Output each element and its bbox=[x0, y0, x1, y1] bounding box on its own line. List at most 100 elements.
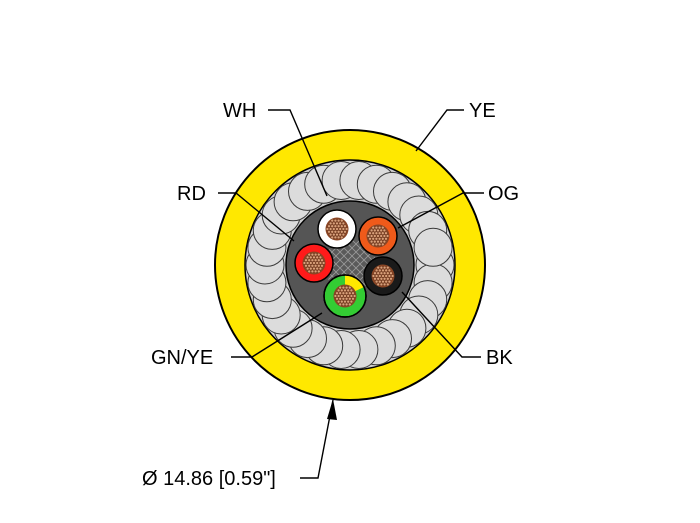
copper-strand bbox=[333, 230, 337, 234]
copper-strand bbox=[381, 268, 385, 272]
copper-strand bbox=[330, 235, 334, 239]
copper-strand bbox=[391, 274, 395, 278]
copper-strand bbox=[306, 255, 310, 259]
copper-strand bbox=[374, 242, 378, 246]
copper-strand bbox=[389, 277, 393, 281]
copper-strand bbox=[383, 271, 387, 275]
label-rd: RD bbox=[177, 183, 206, 205]
copper-strand bbox=[349, 288, 353, 292]
copper-strand bbox=[386, 282, 390, 286]
copper-strand bbox=[379, 234, 383, 238]
copper-strand bbox=[304, 264, 308, 268]
leader-wh bbox=[268, 109, 328, 197]
copper-strand bbox=[371, 231, 375, 235]
copper-strand bbox=[373, 271, 377, 275]
copper-strand bbox=[318, 261, 322, 265]
label-gnye: GN/YE bbox=[151, 347, 213, 369]
copper-strand bbox=[353, 294, 357, 298]
copper-strand bbox=[345, 291, 349, 295]
copper-strand bbox=[329, 227, 333, 231]
copper-strand bbox=[343, 288, 347, 292]
copper-strand bbox=[384, 268, 388, 272]
copper-strand bbox=[309, 261, 313, 265]
copper-strand bbox=[306, 261, 310, 265]
copper-strand bbox=[333, 294, 337, 298]
copper-strand bbox=[371, 274, 375, 278]
conductor-bk bbox=[363, 256, 403, 296]
copper-strand bbox=[378, 268, 382, 272]
copper-strand bbox=[330, 219, 334, 223]
copper-strand bbox=[317, 264, 321, 268]
copper-strand bbox=[314, 258, 318, 262]
copper-strand bbox=[340, 288, 344, 292]
label-diameter: Ø 14.86 [0.59"] bbox=[142, 468, 276, 490]
copper-strand bbox=[337, 219, 341, 223]
copper-strand bbox=[387, 268, 391, 272]
copper-strand bbox=[348, 291, 352, 295]
copper-strand bbox=[383, 266, 387, 270]
copper-strand bbox=[351, 297, 355, 301]
copper-strand bbox=[317, 269, 321, 273]
copper-strand bbox=[387, 274, 391, 278]
copper-strand bbox=[307, 253, 311, 257]
copper-strand bbox=[343, 294, 347, 298]
copper-strand bbox=[348, 297, 352, 301]
copper-strand bbox=[335, 227, 339, 231]
copper-strand bbox=[374, 226, 378, 230]
copper-strand bbox=[386, 277, 390, 281]
copper-strand bbox=[376, 271, 380, 275]
shield-strands bbox=[245, 161, 455, 369]
leader-bk bbox=[401, 291, 481, 358]
copper-strand bbox=[345, 302, 349, 306]
copper-strand bbox=[309, 267, 313, 271]
copper-strand bbox=[315, 267, 319, 271]
copper-strand bbox=[333, 219, 337, 223]
copper-strand bbox=[340, 224, 344, 228]
copper-strand bbox=[304, 258, 308, 262]
diameter-arrowhead bbox=[327, 399, 337, 420]
copper-strand bbox=[327, 230, 331, 234]
copper-strand bbox=[386, 234, 390, 238]
copper-strand bbox=[378, 231, 382, 235]
copper-strand bbox=[343, 224, 347, 228]
copper-strand bbox=[312, 261, 316, 265]
copper-strand bbox=[370, 234, 374, 238]
copper-strand bbox=[307, 269, 311, 273]
copper-strand bbox=[371, 242, 375, 246]
copper-strand bbox=[381, 280, 385, 284]
copper-strand bbox=[338, 291, 342, 295]
leader-rd bbox=[218, 192, 295, 242]
copper-strand bbox=[327, 224, 331, 228]
copper-strand bbox=[376, 277, 380, 281]
copper-strand bbox=[337, 294, 341, 298]
copper-strand bbox=[338, 221, 342, 225]
copper-strand bbox=[343, 300, 347, 304]
copper-strand bbox=[379, 282, 383, 286]
copper-strand bbox=[315, 255, 319, 259]
copper-strand bbox=[379, 266, 383, 270]
copper-strand bbox=[379, 277, 383, 281]
copper-strand bbox=[373, 277, 377, 281]
copper-strand bbox=[333, 235, 337, 239]
copper-strand bbox=[337, 288, 341, 292]
copper-strand bbox=[376, 266, 380, 270]
copper-strand bbox=[376, 240, 380, 244]
shield-strand bbox=[413, 227, 453, 267]
copper-strand bbox=[381, 274, 385, 278]
copper-strand bbox=[341, 221, 345, 225]
copper-strand bbox=[310, 258, 314, 262]
copper-strand bbox=[337, 230, 341, 234]
copper-strand bbox=[333, 224, 337, 228]
copper-strand bbox=[373, 228, 377, 232]
copper-strand bbox=[348, 302, 352, 306]
copper-strand bbox=[310, 253, 314, 257]
copper-strand bbox=[310, 264, 314, 268]
copper-strand bbox=[371, 226, 375, 230]
copper-strand bbox=[384, 237, 388, 241]
copper-strand bbox=[310, 269, 314, 273]
copper-strand bbox=[341, 286, 345, 290]
leader-og bbox=[397, 192, 484, 229]
copper-strand bbox=[382, 234, 386, 238]
copper-strand bbox=[317, 258, 321, 262]
copper-strand bbox=[384, 231, 388, 235]
